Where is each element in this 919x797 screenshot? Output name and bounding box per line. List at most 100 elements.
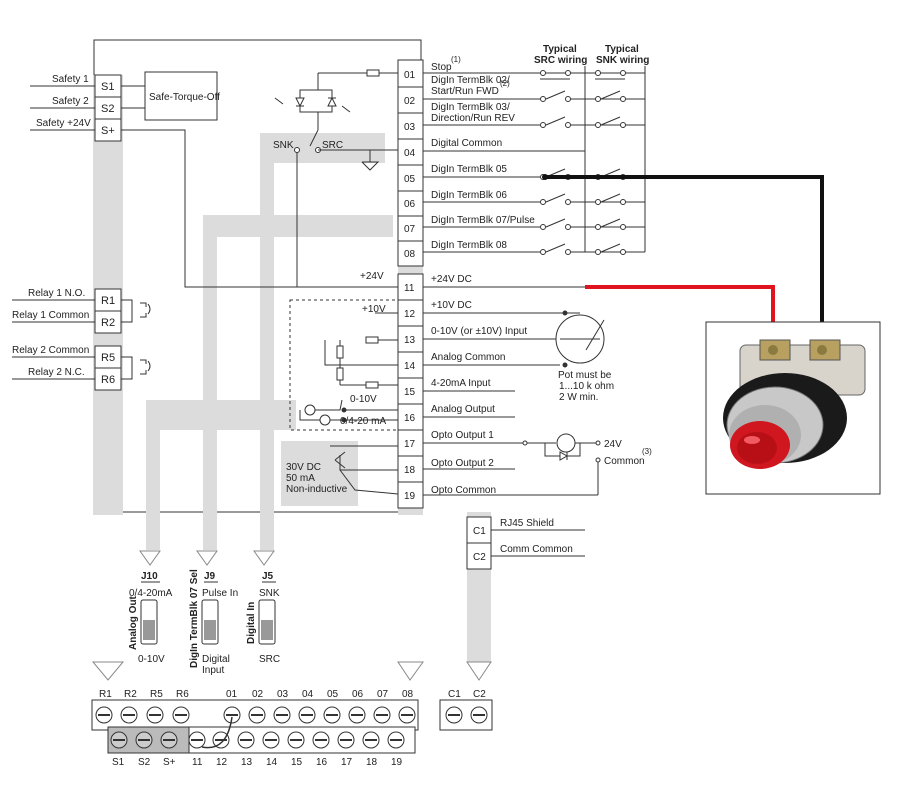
svg-text:C2: C2 — [473, 689, 486, 700]
label-start-run: Start/Run FWD — [431, 86, 499, 97]
label-0-10v-input: 0-10V (or ±10V) Input — [431, 326, 527, 337]
label-comm-common: Comm Common — [500, 544, 573, 555]
svg-text:04: 04 — [302, 689, 314, 700]
terminal-s1: S1 — [101, 81, 114, 93]
note-3: (3) — [642, 447, 652, 456]
jumper-j10-top: 0/4-20mA — [129, 588, 173, 599]
svg-text:S1: S1 — [112, 757, 125, 768]
terminal-04: 04 — [404, 148, 416, 159]
label-rj45-shield: RJ45 Shield — [500, 518, 554, 529]
wire-junction — [542, 174, 548, 180]
jumper-j9-bottom: Digital — [202, 654, 230, 665]
label-10vdc: +10V DC — [431, 300, 472, 311]
range-0-10v: 0-10V — [350, 394, 377, 405]
opto-output-load — [522, 433, 601, 495]
svg-text:S+: S+ — [163, 757, 176, 768]
terminal-r6: R6 — [101, 374, 115, 386]
right-terminal-numbers: 01 02 03 04 05 06 07 08 11 12 13 14 15 1… — [404, 70, 416, 502]
svg-text:02: 02 — [252, 689, 264, 700]
svg-text:R6: R6 — [176, 689, 189, 700]
sto-box — [144, 71, 218, 121]
label-analog-output: Analog Output — [431, 404, 495, 415]
jumper-j10-side: Analog Out — [128, 595, 139, 650]
range-4-20ma: 0/4-20 mA — [340, 416, 386, 427]
opto-spec-3: Non-inductive — [286, 484, 348, 495]
svg-text:05: 05 — [327, 689, 339, 700]
sto-label: Safe-Torque-Off — [149, 92, 220, 103]
label-digin03: DigIn TermBlk 03/ — [431, 102, 510, 113]
left-input-wires — [12, 85, 398, 380]
svg-text:15: 15 — [291, 757, 303, 768]
pot-note-2: 1...10 k ohm — [559, 381, 614, 392]
label-digin05: DigIn TermBlk 05 — [431, 164, 507, 175]
svg-text:07: 07 — [377, 689, 389, 700]
label-safety1: Safety 1 — [52, 74, 89, 85]
typical-switches — [520, 66, 646, 255]
terminal-12: 12 — [404, 309, 416, 320]
svg-text:19: 19 — [391, 757, 403, 768]
jumper-j10-bottom: 0-10V — [138, 654, 165, 665]
potentiometer — [555, 310, 605, 368]
terminal-07: 07 — [404, 224, 416, 235]
jumper-j5-bottom: SRC — [259, 654, 280, 665]
label-direction: Direction/Run REV — [431, 113, 515, 124]
label-relay1-common: Relay 1 Common — [12, 310, 89, 321]
svg-text:01: 01 — [226, 689, 238, 700]
plus10-label: +10V — [362, 304, 386, 315]
terminal-19: 19 — [404, 491, 416, 502]
jumper-j5-top: SNK — [259, 588, 280, 599]
label-digin06: DigIn TermBlk 06 — [431, 190, 507, 201]
svg-text:08: 08 — [402, 689, 414, 700]
jumper-j10-id: J10 — [141, 571, 158, 582]
opto-24v: 24V — [604, 439, 622, 450]
pot-note-1: Pot must be — [558, 370, 612, 381]
label-opto-common: Opto Common — [431, 485, 496, 496]
note-1: (1) — [451, 55, 461, 64]
label-digin08: DigIn TermBlk 08 — [431, 240, 507, 251]
opto-common: Common — [604, 456, 645, 467]
push-button-icon — [723, 339, 866, 469]
note-2: (2) — [500, 79, 510, 88]
jumper-j9-side: DigIn TermBlk 07 Sel — [189, 569, 200, 668]
svg-text:18: 18 — [366, 757, 378, 768]
label-underlines — [423, 72, 598, 496]
label-stop: Stop — [431, 62, 452, 73]
terminal-s2: S2 — [101, 103, 114, 115]
svg-text:03: 03 — [277, 689, 289, 700]
terminal-r5: R5 — [101, 352, 115, 364]
label-relay2-common: Relay 2 Common — [12, 345, 89, 356]
relay-symbols — [121, 299, 151, 380]
jumper-j9-bottom2: Input — [202, 665, 224, 676]
header-typical-snk: Typical — [605, 44, 639, 55]
jumper-j5-id: J5 — [262, 571, 274, 582]
terminal-02: 02 — [404, 96, 416, 107]
svg-text:14: 14 — [266, 757, 278, 768]
label-relay1-no: Relay 1 N.O. — [28, 288, 85, 299]
plus24-label: +24V — [360, 271, 384, 282]
terminal-s-plus: S+ — [101, 125, 115, 137]
svg-text:C1: C1 — [448, 689, 461, 700]
terminal-06: 06 — [404, 199, 416, 210]
jumper-j5-side: Digital In — [246, 602, 257, 644]
svg-text:R5: R5 — [150, 689, 163, 700]
terminal-c1: C1 — [473, 526, 486, 537]
terminal-14: 14 — [404, 361, 416, 372]
analog-section — [289, 299, 399, 431]
svg-text:17: 17 — [341, 757, 353, 768]
analog-circuit — [299, 312, 398, 426]
header-typical-src: Typical — [543, 44, 577, 55]
label-relay2-nc: Relay 2 N.C. — [28, 367, 85, 378]
svg-text:R2: R2 — [124, 689, 137, 700]
label-analog-common: Analog Common — [431, 352, 505, 363]
label-digin07: DigIn TermBlk 07/Pulse — [431, 215, 535, 226]
opto-spec-2: 50 mA — [286, 473, 315, 484]
black-wire — [545, 175, 824, 345]
opto-output-circuit — [330, 445, 399, 495]
header-snk-wiring: SNK wiring — [596, 55, 649, 66]
svg-text:12: 12 — [216, 757, 228, 768]
bottom-screws — [95, 706, 488, 749]
label-opto-output1: Opto Output 1 — [431, 430, 494, 441]
label-opto-output2: Opto Output 2 — [431, 458, 494, 469]
opto-spec-1: 30V DC — [286, 462, 321, 473]
